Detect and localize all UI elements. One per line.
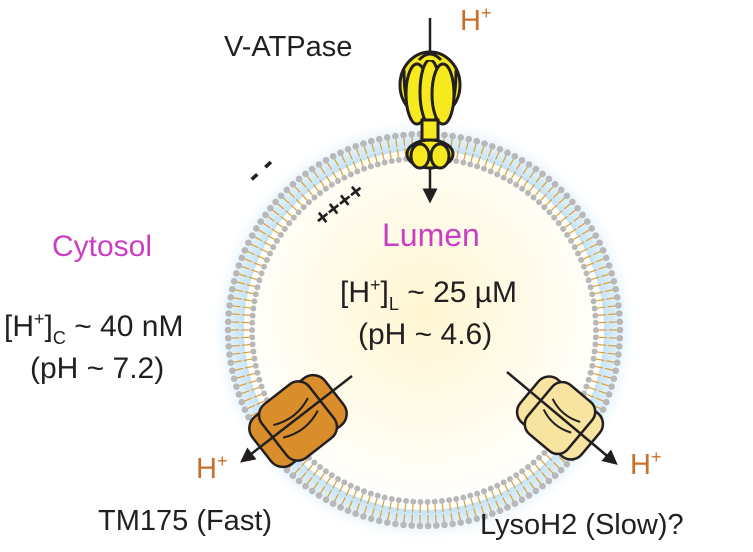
lumen-concentration: [H+]L ~ 25 µM xyxy=(340,275,517,314)
cytosol-label: Cytosol xyxy=(52,230,152,263)
v-atpase-pump xyxy=(398,18,462,170)
lumen-ph: (pH ~ 4.6) xyxy=(358,318,492,351)
lumen-label: Lumen xyxy=(382,217,480,253)
proton-label-left: H+ xyxy=(196,451,227,485)
cytosol-ph: (pH ~ 7.2) xyxy=(30,352,164,385)
tm175-arrow xyxy=(240,375,353,463)
lysoh2-arrow xyxy=(506,371,618,465)
proton-label-right: H+ xyxy=(630,447,661,481)
tm175-label: TM175 (Fast) xyxy=(98,505,272,537)
proton-label-top: H+ xyxy=(460,3,491,37)
lipid-bilayer xyxy=(224,130,624,530)
lysoh2-label: LysoH2 (Slow)? xyxy=(480,509,684,541)
cytosol-concentration: [H+]C ~ 40 nM xyxy=(4,309,183,348)
v-atpase-label: V-ATPase xyxy=(224,31,352,63)
